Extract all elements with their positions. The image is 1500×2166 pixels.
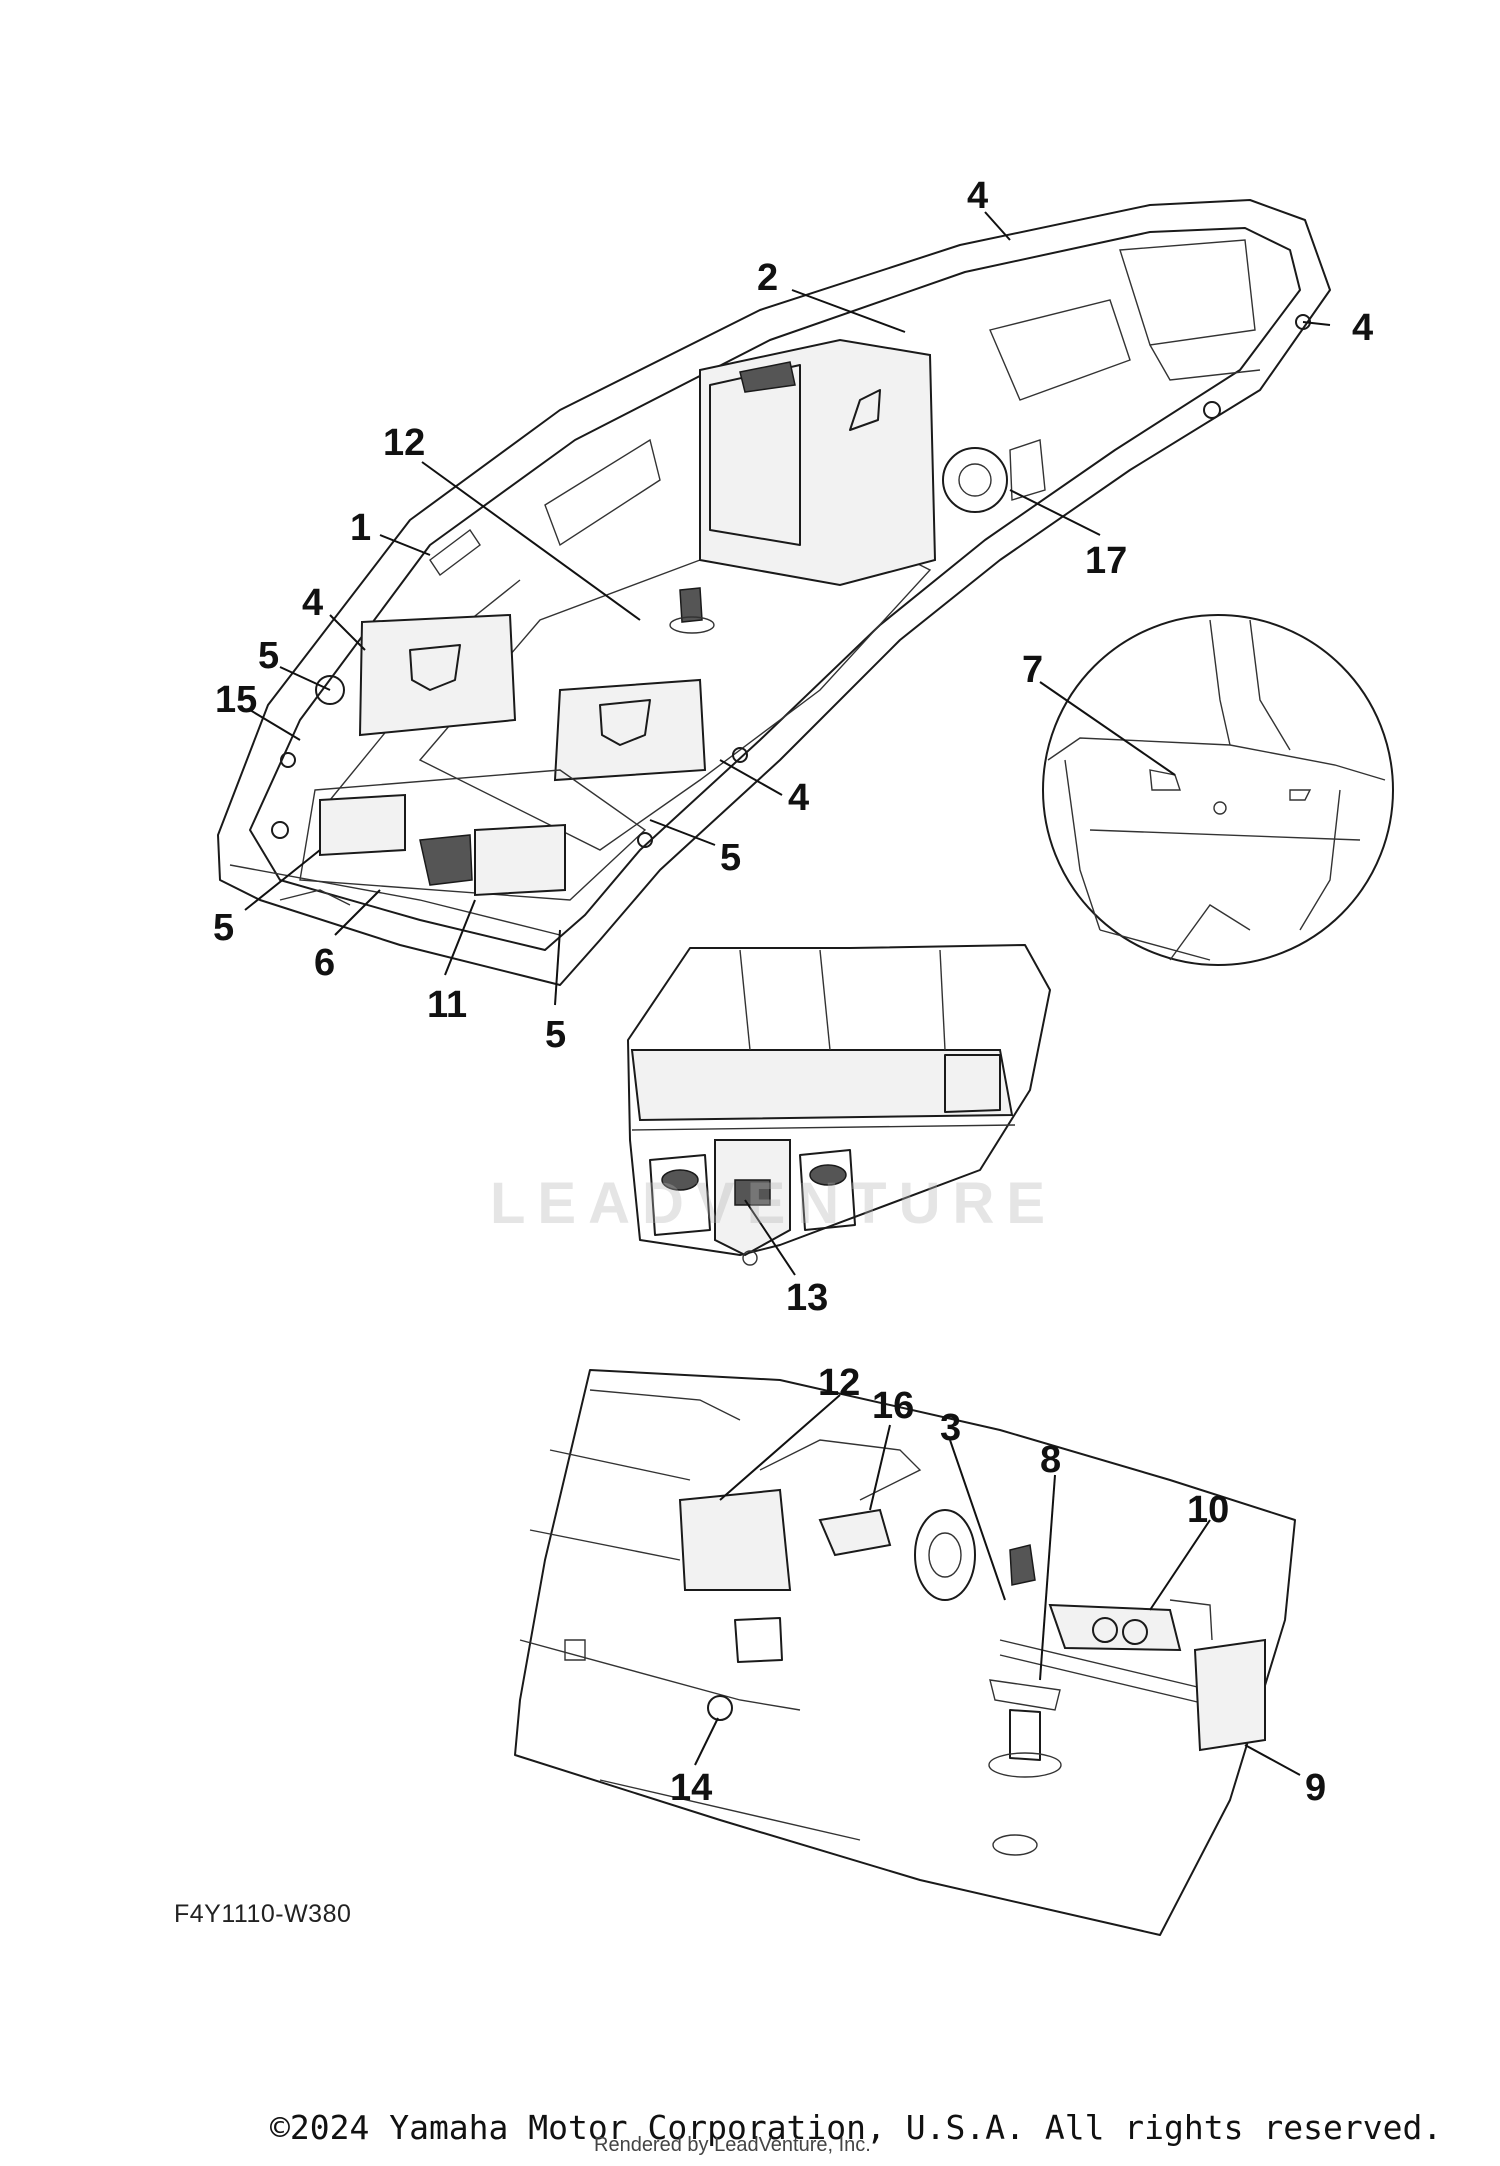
- callout-16: 16: [872, 1385, 914, 1427]
- callout-11: 11: [427, 984, 467, 1026]
- callout-7: 7: [1022, 649, 1043, 691]
- callout-14: 14: [670, 1767, 712, 1809]
- rendered-by-notice: Rendered by LeadVenture, Inc.: [594, 2134, 871, 2156]
- callout-10: 10: [1187, 1489, 1229, 1531]
- callout-2: 2: [757, 257, 778, 299]
- callout-5: 5: [545, 1014, 566, 1056]
- callout-12: 12: [383, 422, 425, 464]
- callout-4: 4: [302, 582, 323, 624]
- callout-3: 3: [940, 1407, 961, 1449]
- detail-view-helm-station: [514, 1369, 1296, 1936]
- watermark: LEADVENTURE: [490, 1171, 1058, 1236]
- callout-13: 13: [786, 1277, 828, 1319]
- callout-8: 8: [1040, 1439, 1061, 1481]
- callout-12: 12: [818, 1362, 860, 1404]
- callout-4: 4: [967, 175, 988, 217]
- copyright-notice: ©2024 Yamaha Motor Corporation, U.S.A. A…: [270, 2108, 1443, 2147]
- detail-view-transom: [627, 944, 1051, 1266]
- detail-view-seat-latch: [1042, 614, 1394, 966]
- callout-15: 15: [215, 679, 257, 721]
- leader-lines: [244, 211, 1331, 1776]
- callout-1: 1: [350, 507, 371, 549]
- callout-9: 9: [1305, 1767, 1326, 1809]
- callout-5: 5: [720, 837, 741, 879]
- callout-6: 6: [314, 942, 335, 984]
- callout-17: 17: [1085, 540, 1127, 582]
- callout-5: 5: [258, 635, 279, 677]
- callout-4: 4: [1352, 307, 1373, 349]
- callout-5: 5: [213, 907, 234, 949]
- boat-overview-illustration: [217, 199, 1331, 986]
- callout-4: 4: [788, 777, 809, 819]
- callout-labels: 4 2 4 12 1 17 4 5 15 7 4 5 5 6 11 5 13 1…: [213, 175, 1373, 1809]
- diagram-code: F4Y1110-W380: [174, 1900, 352, 1928]
